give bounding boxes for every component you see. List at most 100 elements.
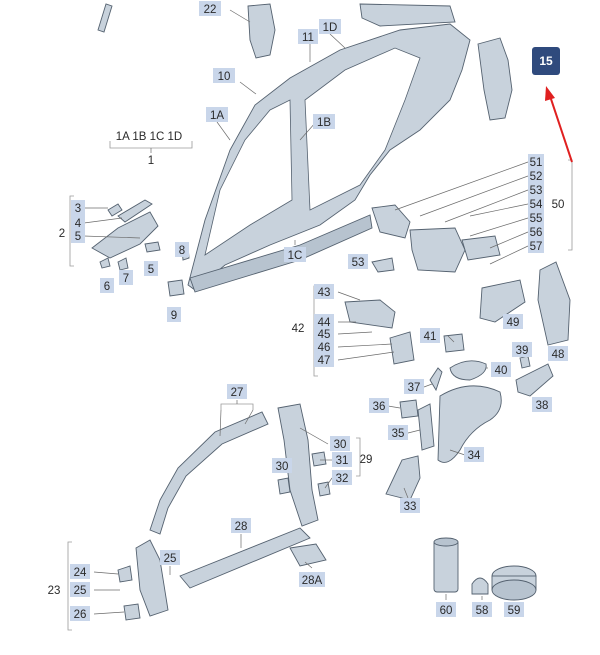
- callout-1d[interactable]: 1D: [319, 19, 341, 34]
- part-49: [479, 279, 526, 323]
- callout-text: 47: [318, 355, 331, 367]
- callout-25[interactable]: 25: [70, 582, 90, 597]
- callout-49[interactable]: 49: [503, 314, 523, 329]
- callout-35[interactable]: 35: [388, 425, 408, 440]
- callout-15-highlight[interactable]: 15: [532, 47, 560, 75]
- callout-tag-bg: [231, 518, 251, 533]
- callout-tag-bg: [206, 107, 228, 122]
- callout-30[interactable]: 30: [330, 436, 350, 451]
- part-22: [247, 3, 276, 59]
- callout-25[interactable]: 25: [160, 550, 180, 565]
- callout-tag-bg: [314, 339, 334, 354]
- callout-28[interactable]: 28: [231, 518, 251, 533]
- callout-text: 10: [218, 71, 231, 83]
- callout-tag-bg: [369, 398, 389, 413]
- part-1-window-b: [304, 47, 421, 211]
- callout-50[interactable]: 50: [552, 199, 565, 211]
- callout-1b[interactable]: 1B: [313, 114, 335, 129]
- callout-6[interactable]: 6: [100, 278, 114, 293]
- callout-31[interactable]: 31: [332, 452, 352, 467]
- callout-27[interactable]: 27: [227, 384, 247, 399]
- callout-59[interactable]: 59: [504, 602, 524, 617]
- callout-54[interactable]: 54: [528, 196, 544, 211]
- callout-47[interactable]: 47: [314, 352, 334, 367]
- callout-tag-bg: [298, 29, 318, 44]
- callout-text: 3: [75, 203, 81, 215]
- callout-text: 1A: [210, 110, 224, 122]
- callout-tag-bg: [70, 606, 90, 621]
- callout-7[interactable]: 7: [119, 270, 133, 285]
- part-40: [449, 360, 487, 381]
- callout-5[interactable]: 5: [144, 261, 158, 276]
- part-55: [409, 227, 466, 273]
- callout-46[interactable]: 46: [314, 339, 334, 354]
- callout-53[interactable]: 53: [528, 182, 544, 197]
- part-36: [399, 399, 419, 419]
- part-33: [385, 455, 421, 501]
- callout-34[interactable]: 34: [464, 447, 484, 462]
- callout-1c[interactable]: 1C: [284, 247, 306, 262]
- callout-5[interactable]: 5: [71, 228, 85, 243]
- callout-text: 1C: [288, 250, 303, 262]
- callout-38[interactable]: 38: [532, 397, 552, 412]
- callout-22[interactable]: 22: [199, 1, 221, 16]
- callout-8[interactable]: 8: [175, 242, 189, 257]
- part-1-window-a: [204, 99, 293, 256]
- callout-43[interactable]: 43: [314, 284, 334, 299]
- callout-text: 2: [59, 228, 65, 240]
- callout-tag-bg: [400, 498, 420, 513]
- callout-text: 52: [530, 171, 543, 183]
- callout-51[interactable]: 51: [528, 154, 544, 169]
- callout-30[interactable]: 30: [272, 458, 292, 473]
- callout-text: 43: [318, 287, 331, 299]
- callout-tag-bg: [314, 352, 334, 367]
- callout-26[interactable]: 26: [70, 606, 90, 621]
- callout-tag-bg: [404, 379, 424, 394]
- callout-41[interactable]: 41: [420, 328, 440, 343]
- callout-tag-bg: [548, 346, 568, 361]
- callout-text: 60: [440, 605, 453, 617]
- callout-45[interactable]: 45: [314, 326, 334, 341]
- callout-57[interactable]: 57: [528, 238, 544, 253]
- callout-33[interactable]: 33: [400, 498, 420, 513]
- callout-28a[interactable]: 28A: [299, 572, 325, 587]
- callout-55[interactable]: 55: [528, 210, 544, 225]
- part-2-bracket: [91, 211, 159, 259]
- callout-text: 29: [360, 454, 373, 466]
- callout-1[interactable]: 1: [148, 155, 154, 167]
- callout-1a[interactable]: 1A: [206, 107, 228, 122]
- callout-40[interactable]: 40: [491, 362, 511, 377]
- part-60-can-top: [433, 537, 459, 547]
- part-15: [477, 37, 513, 121]
- callout-10[interactable]: 10: [213, 68, 235, 83]
- callout-24[interactable]: 24: [70, 564, 90, 579]
- callout-37[interactable]: 37: [404, 379, 424, 394]
- callout-48[interactable]: 48: [548, 346, 568, 361]
- callout-tag-bg: [314, 284, 334, 299]
- callout-11[interactable]: 11: [298, 29, 318, 44]
- callout-text: 7: [123, 273, 129, 285]
- callout-text: 25: [74, 585, 87, 597]
- callout-tag-bg: [528, 154, 544, 169]
- callout-53[interactable]: 53: [348, 254, 368, 269]
- callout-3[interactable]: 3: [71, 200, 85, 215]
- callout-tag-bg: [420, 328, 440, 343]
- callout-tag-bg: [332, 452, 352, 467]
- part-5: [144, 241, 161, 253]
- callout-9[interactable]: 9: [167, 307, 181, 322]
- callout-42[interactable]: 42: [292, 323, 305, 335]
- callout-23[interactable]: 23: [48, 585, 61, 597]
- callout-56[interactable]: 56: [528, 224, 544, 239]
- callout-text: 8: [179, 245, 185, 257]
- callout-60[interactable]: 60: [436, 602, 456, 617]
- callout-36[interactable]: 36: [369, 398, 389, 413]
- callout-58[interactable]: 58: [472, 602, 492, 617]
- callout-39[interactable]: 39: [512, 342, 532, 357]
- callout-2[interactable]: 2: [59, 228, 65, 240]
- callout-29[interactable]: 29: [360, 454, 373, 466]
- callout-52[interactable]: 52: [528, 168, 544, 183]
- callout-1a-1b-1c-1d[interactable]: 1A 1B 1C 1D: [116, 131, 182, 143]
- callout-4[interactable]: 4: [71, 215, 85, 230]
- callout-32[interactable]: 32: [332, 470, 352, 485]
